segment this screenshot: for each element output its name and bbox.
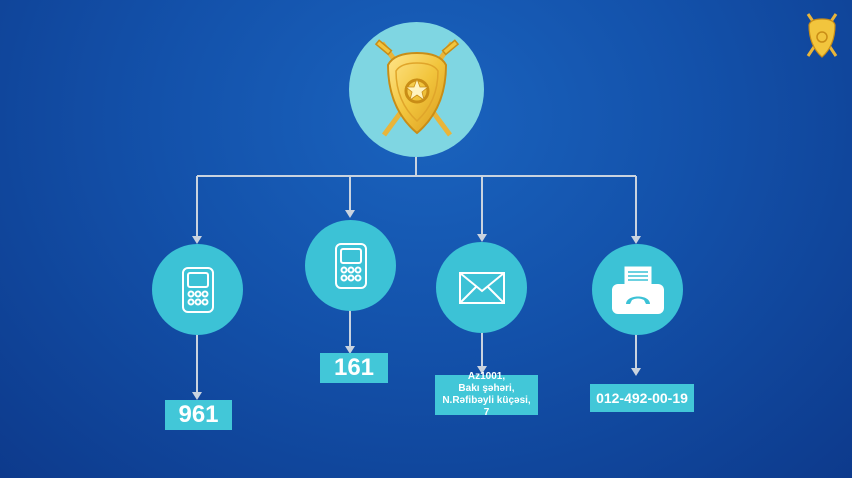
circle-hotline-961	[152, 244, 243, 335]
shield-with-swords-logo-icon	[806, 13, 838, 58]
circle-hotline-161	[305, 220, 396, 311]
envelope-icon	[458, 271, 505, 304]
arrowhead	[631, 236, 641, 244]
fax-icon	[611, 265, 664, 314]
mobile-phone-icon	[334, 242, 367, 289]
address-line-2: Bakı şəhəri,	[458, 383, 515, 394]
arrowhead	[477, 366, 487, 374]
arrowhead	[192, 392, 202, 400]
label-fax-number: 012-492-00-19	[590, 384, 694, 412]
label-mail-address: Az1001, Bakı şəhəri, N.Rəfibəyli küçəsi,…	[435, 371, 538, 418]
label-hotline-961: 961	[165, 400, 232, 430]
arrowhead	[345, 346, 355, 354]
shield-with-swords-emblem-icon	[374, 38, 459, 136]
address-line-3: N.Rəfibəyli küçəsi, 7	[442, 395, 531, 418]
arrowhead	[192, 236, 202, 244]
address-line-1: Az1001,	[467, 371, 506, 382]
circle-fax-number	[592, 244, 683, 335]
circle-mail-address	[436, 242, 527, 333]
arrowhead	[631, 368, 641, 376]
arrowhead	[345, 210, 355, 218]
label-hotline-161: 161	[320, 353, 388, 383]
mobile-phone-icon	[181, 266, 214, 313]
emblem-circle	[349, 22, 484, 157]
arrowhead	[477, 234, 487, 242]
